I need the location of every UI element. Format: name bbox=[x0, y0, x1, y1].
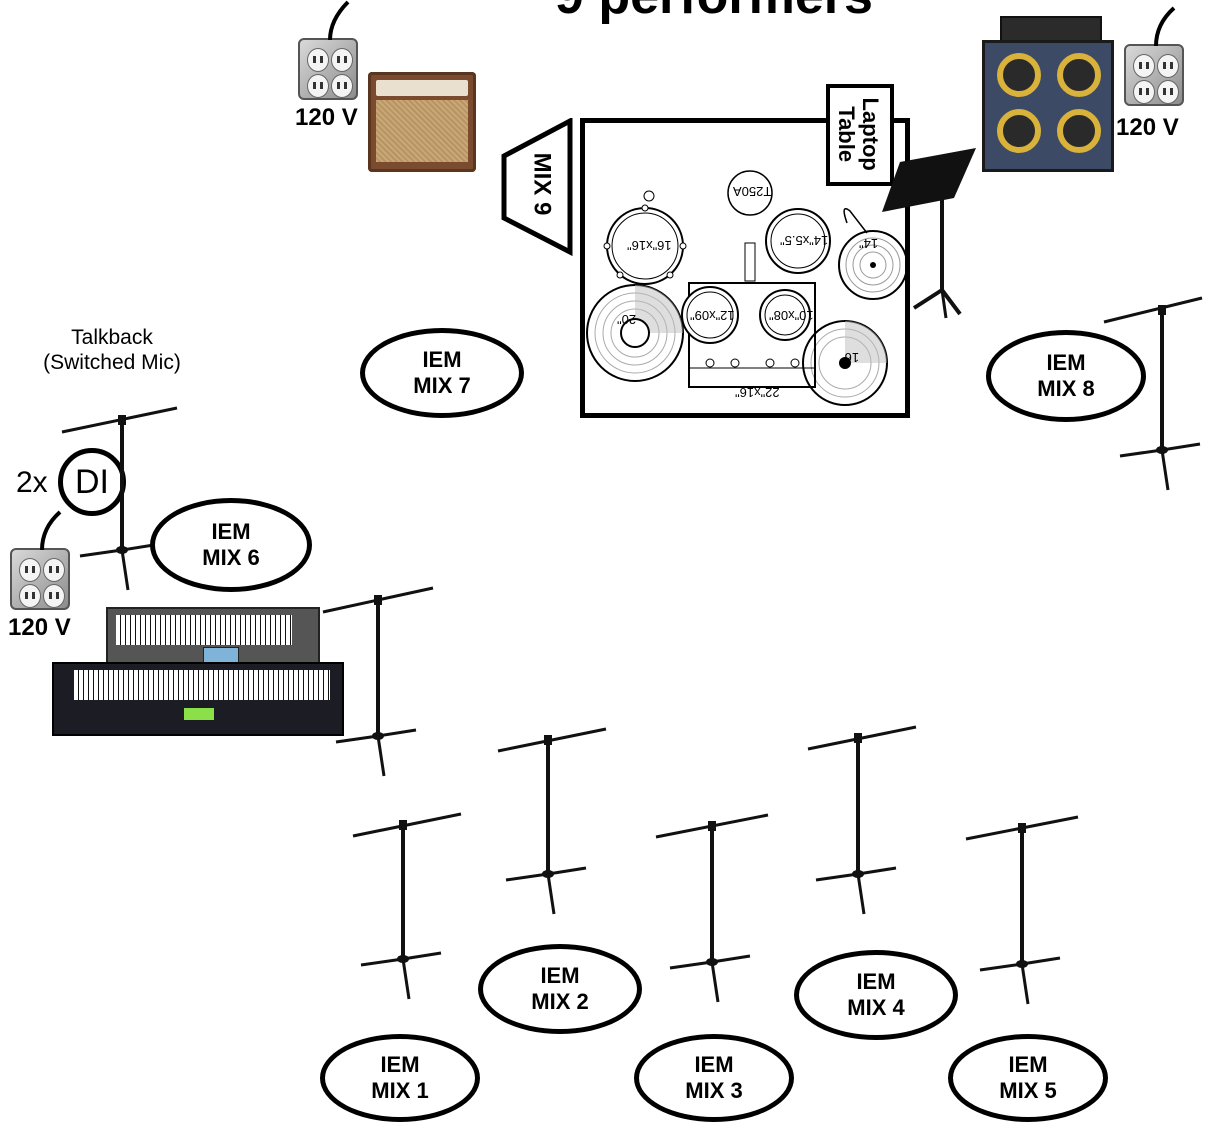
power-outlet-left-mid bbox=[10, 548, 70, 610]
iem-mix-8: IEM MIX 8 bbox=[986, 330, 1146, 422]
iem-mix-1-line1: IEM bbox=[380, 1051, 420, 1077]
iem-mix-2-line1: IEM bbox=[540, 962, 580, 988]
mic-stand-3 bbox=[655, 813, 769, 1003]
talkback-line1: Talkback bbox=[71, 326, 153, 349]
di-label: DI bbox=[75, 462, 109, 501]
iem-mix-4: IEM MIX 4 bbox=[794, 950, 958, 1040]
iem-mix-1: IEM MIX 1 bbox=[320, 1034, 480, 1122]
iem-mix-4-line2: MIX 4 bbox=[847, 995, 905, 1020]
power-cord-left-top bbox=[328, 0, 350, 41]
stage-plot-title: 9 performers bbox=[555, 0, 955, 22]
iem-mix-2-line2: MIX 2 bbox=[531, 989, 589, 1014]
talkback-line2: (Switched Mic) bbox=[43, 351, 181, 375]
music-stand bbox=[882, 148, 976, 319]
mic-stand-keys bbox=[322, 586, 434, 777]
wedge-monitor bbox=[501, 118, 573, 256]
iem-mix-5-line2: MIX 5 bbox=[999, 1078, 1057, 1103]
iem-mix-5-line1: IEM bbox=[1008, 1051, 1048, 1077]
voltage-left-mid: 120 V bbox=[8, 614, 71, 641]
power-cord-right-top bbox=[1154, 6, 1176, 47]
mic-stand-4 bbox=[807, 725, 917, 915]
iem-mix-7-line1: IEM bbox=[422, 346, 462, 372]
iem-mix-7: IEM MIX 7 bbox=[360, 328, 524, 418]
power-outlet-left-top bbox=[298, 38, 358, 100]
iem-mix-6-line2: MIX 6 bbox=[202, 545, 260, 570]
iem-mix-1-line2: MIX 1 bbox=[371, 1078, 429, 1103]
iem-mix-6: IEM MIX 6 bbox=[150, 498, 312, 592]
laptop-table bbox=[826, 84, 894, 186]
iem-mix-3-line2: MIX 3 bbox=[685, 1078, 743, 1103]
iem-mix-3-line1: IEM bbox=[694, 1051, 734, 1077]
iem-mix-2: IEM MIX 2 bbox=[478, 944, 642, 1034]
power-outlet-right-top bbox=[1124, 44, 1184, 106]
iem-mix-6-line1: IEM bbox=[211, 518, 251, 544]
bass-cabinet bbox=[982, 40, 1114, 172]
iem-mix-7-line2: MIX 7 bbox=[413, 373, 471, 398]
di-count: 2x bbox=[16, 466, 48, 499]
voltage-left-top: 120 V bbox=[295, 104, 358, 131]
iem-mix-8-line2: MIX 8 bbox=[1037, 376, 1095, 401]
guitar-amp bbox=[368, 72, 476, 172]
mic-stand-1 bbox=[352, 812, 462, 1000]
drum-kit bbox=[586, 170, 905, 406]
iem-mix-3: IEM MIX 3 bbox=[634, 1034, 794, 1122]
mic-stand-5 bbox=[965, 815, 1079, 1005]
keyboard-bottom bbox=[52, 662, 344, 736]
power-cord-left-mid bbox=[40, 510, 62, 551]
iem-mix-5: IEM MIX 5 bbox=[948, 1034, 1108, 1122]
mic-stand-2 bbox=[497, 727, 607, 915]
iem-mix-4-line1: IEM bbox=[856, 968, 896, 994]
mic-stand-8 bbox=[1103, 296, 1203, 491]
voltage-right-top: 120 V bbox=[1116, 114, 1179, 141]
talkback-label: Talkback (Switched Mic) bbox=[22, 325, 202, 375]
iem-mix-8-line1: IEM bbox=[1046, 349, 1086, 375]
